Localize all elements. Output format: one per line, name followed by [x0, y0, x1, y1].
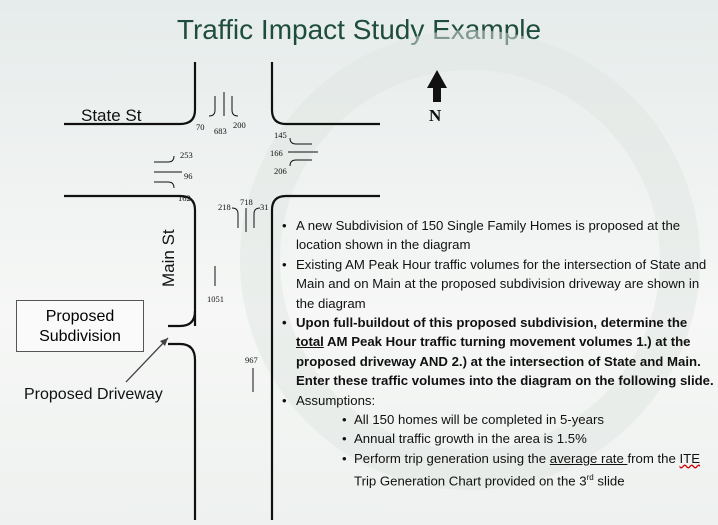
volume-sb-right: 200: [233, 120, 246, 130]
task-text-total: total: [296, 334, 324, 350]
north-label: N: [429, 106, 442, 125]
curb-ne: [270, 62, 380, 126]
volume-eb-through: 96: [184, 171, 193, 181]
volume-eb-right: 162: [178, 193, 191, 203]
trip-text-1: Perform trip generation using the: [354, 450, 550, 466]
volume-wb-left: 206: [274, 166, 287, 176]
bullet-assumptions: Assumptions:: [282, 391, 714, 411]
trip-text-average-rate: average rate: [549, 450, 628, 466]
volume-main-south: 1051: [207, 294, 224, 304]
sub-bullet-growth: Annual traffic growth in the area is 1.5…: [282, 429, 714, 449]
driveway-curb-bottom: [168, 342, 197, 520]
curb-sw: [64, 194, 197, 326]
movement-arrows: [154, 92, 318, 392]
bullet-existing-volumes: Existing AM Peak Hour traffic volumes fo…: [282, 255, 714, 313]
driveway-curb-top: [168, 310, 197, 328]
proposed-subdivision-box: Proposed Subdivision: [16, 300, 144, 352]
curb-nw: [64, 62, 197, 126]
trip-text-sup: rd: [586, 473, 594, 483]
proposed-subdivision-label: Proposed Subdivision: [39, 308, 121, 345]
sub-bullet-homes: All 150 homes will be completed in 5-yea…: [282, 410, 714, 430]
volume-nb-right: 31: [260, 202, 269, 212]
volume-main-north: 967: [245, 355, 258, 365]
bullet-subdivision: A new Subdivision of 150 Single Family H…: [282, 216, 714, 255]
driveway-pointer-head: [160, 338, 168, 346]
task-text-2: AM Peak Hour traffic turning movement vo…: [296, 334, 714, 389]
proposed-driveway-label: Proposed Driveway: [24, 386, 163, 403]
trip-text-end: slide: [593, 473, 625, 489]
volume-sb-left: 70: [196, 122, 205, 132]
trip-text-ite: ITE: [679, 450, 701, 466]
volume-nb-left: 218: [218, 202, 231, 212]
task-text-1: Upon full-buildout of this proposed subd…: [296, 315, 688, 331]
north-arrow: [427, 70, 447, 102]
volume-eb-left: 253: [180, 150, 193, 160]
state-street-label: State St: [81, 106, 142, 125]
volume-wb-through: 166: [270, 148, 283, 158]
bullet-task: Upon full-buildout of this proposed subd…: [282, 313, 714, 391]
volume-wb-right: 145: [274, 130, 287, 140]
driveway-pointer-line: [125, 337, 169, 383]
instructions-list: A new Subdivision of 150 Single Family H…: [282, 216, 714, 491]
sub-bullet-trip-generation: Perform trip generation using the averag…: [282, 449, 714, 491]
trip-text-3: Trip Generation Chart provided on the 3: [354, 473, 587, 489]
volume-sb-through: 683: [214, 126, 227, 136]
main-street-label: Main St: [159, 229, 178, 287]
trip-text-2: from the: [627, 450, 680, 466]
curb-se: [270, 194, 380, 520]
volume-nb-through: 718: [240, 197, 253, 207]
